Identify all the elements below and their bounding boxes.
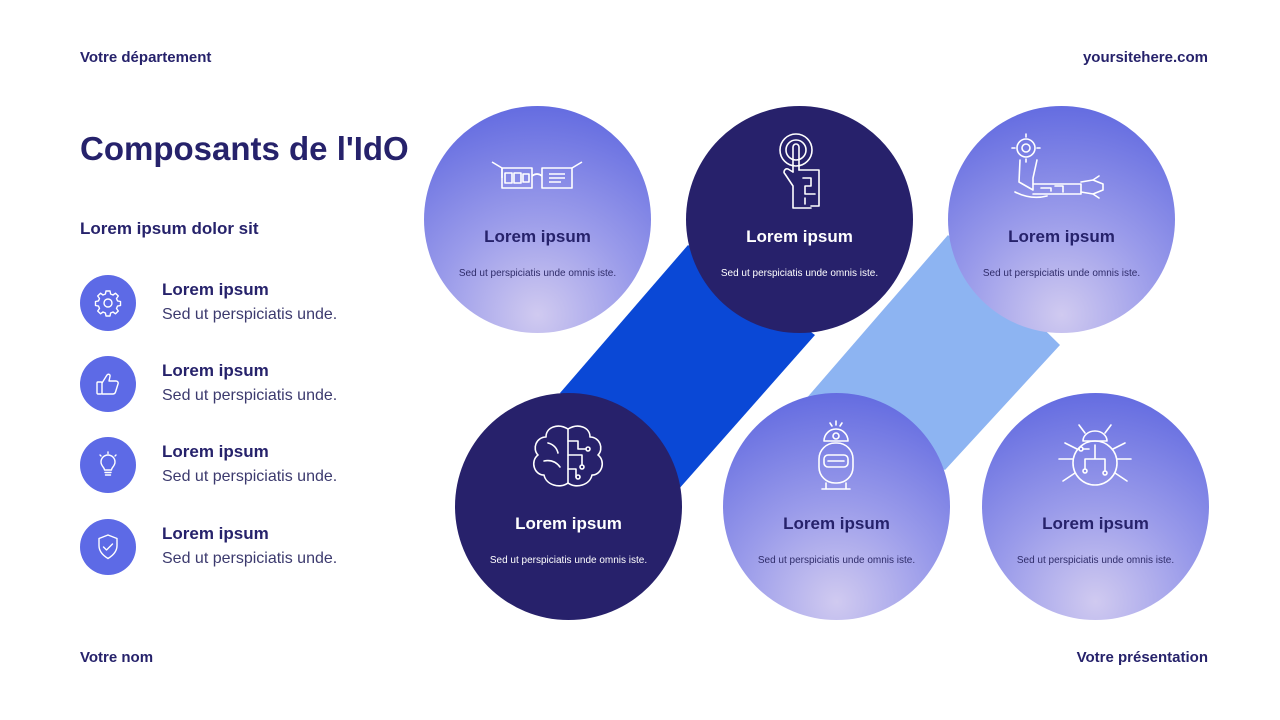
feature-item: Lorem ipsum Sed ut perspiciatis unde. [80,519,400,577]
author-name: Votre nom [80,649,154,666]
feature-heading: Lorem ipsum [162,524,269,543]
presentation-label: Votre présentation [1076,649,1208,666]
feature-heading: Lorem ipsum [162,361,269,380]
diagram-node: Lorem ipsum Sed ut perspiciatis unde omn… [948,106,1175,333]
diagram-node: Lorem ipsum Sed ut perspiciatis unde omn… [723,393,950,620]
feature-text: Sed ut perspiciatis unde. [162,306,338,323]
node-title: Lorem ipsum [484,227,591,246]
touch-hand-icon [779,133,820,209]
feature-text: Sed ut perspiciatis unde. [162,468,338,485]
department-label: Votre département [80,49,212,66]
robotic-arm-icon [1011,133,1104,199]
circuit-bug-icon [1058,424,1132,486]
feature-heading: Lorem ipsum [162,442,269,461]
node-text: Sed ut perspiciatis unde omnis iste. [720,268,879,279]
node-title: Lorem ipsum [1042,514,1149,533]
diagram-node: Lorem ipsum Sed ut perspiciatis unde omn… [424,106,651,333]
feature-item: Lorem ipsum Sed ut perspiciatis unde. [80,437,400,495]
diagram-node: Lorem ipsum Sed ut perspiciatis unde omn… [982,393,1209,620]
feature-text: Sed ut perspiciatis unde. [162,387,338,404]
node-title: Lorem ipsum [515,514,622,533]
node-title: Lorem ipsum [1008,227,1115,246]
website-link[interactable]: yoursitehere.com [1082,49,1208,66]
node-title: Lorem ipsum [746,227,853,246]
node-text: Sed ut perspiciatis unde omnis iste. [757,555,916,566]
feature-item: Lorem ipsum Sed ut perspiciatis unde. [80,275,400,333]
lightbulb-icon [80,437,136,493]
diagram-node: Lorem ipsum Sed ut perspiciatis unde omn… [455,393,682,620]
thumbs-up-icon [80,356,136,412]
smart-glasses-icon [491,161,583,189]
gear-icon [80,275,136,331]
node-text: Sed ut perspiciatis unde omnis iste. [982,268,1141,279]
circuit-brain-icon [532,425,604,487]
node-text: Sed ut perspiciatis unde omnis iste. [489,555,648,566]
feature-text: Sed ut perspiciatis unde. [162,550,338,567]
feature-heading: Lorem ipsum [162,280,269,299]
diagram-node: Lorem ipsum Sed ut perspiciatis unde omn… [686,106,913,333]
node-title: Lorem ipsum [783,514,890,533]
page-title: Composants de l'IdO [80,130,409,167]
node-text: Sed ut perspiciatis unde omnis iste. [1016,555,1175,566]
robot-icon [818,420,854,490]
shield-check-icon [80,519,136,575]
feature-item: Lorem ipsum Sed ut perspiciatis unde. [80,356,400,414]
page-subtitle: Lorem ipsum dolor sit [80,219,259,238]
node-text: Sed ut perspiciatis unde omnis iste. [458,268,617,279]
